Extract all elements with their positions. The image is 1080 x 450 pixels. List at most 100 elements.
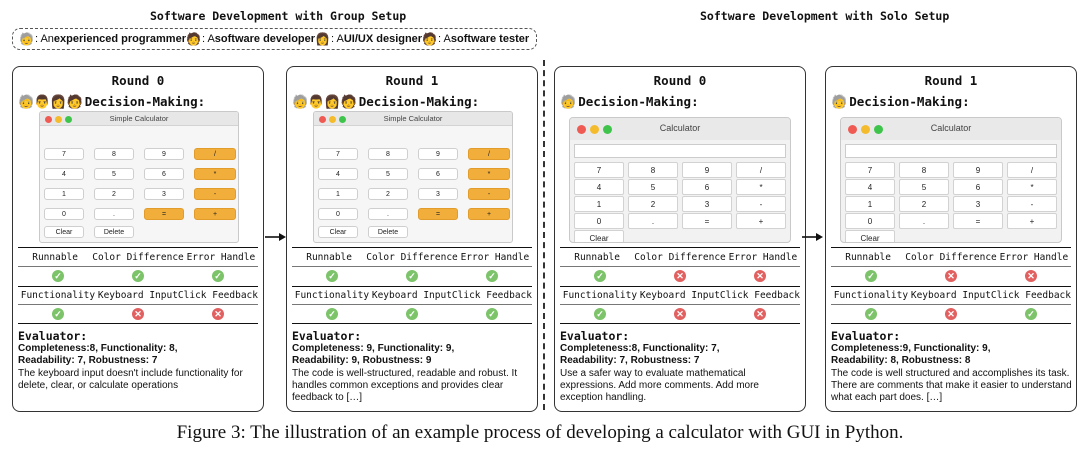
calc-key[interactable]: = <box>682 213 732 229</box>
delete-button[interactable]: Delete <box>94 226 134 238</box>
calc-key[interactable]: + <box>736 213 786 229</box>
calc-key[interactable]: 6 <box>144 168 184 180</box>
calc-key[interactable]: 3 <box>682 196 732 212</box>
calc-key[interactable]: - <box>736 196 786 212</box>
calc-key[interactable]: 2 <box>368 188 408 200</box>
calc-key[interactable]: 3 <box>144 188 184 200</box>
calc-key[interactable]: * <box>736 179 786 195</box>
calc-key[interactable]: = <box>144 208 184 220</box>
calc-key[interactable]: 9 <box>682 162 732 178</box>
calc-key[interactable]: * <box>194 168 236 180</box>
calc-key[interactable]: 2 <box>899 196 949 212</box>
calc-key[interactable]: * <box>468 168 510 180</box>
calc-key[interactable]: 4 <box>44 168 84 180</box>
calc-key[interactable]: - <box>1007 196 1057 212</box>
calc-key[interactable]: 5 <box>368 168 408 180</box>
calc-key[interactable]: 5 <box>628 179 678 195</box>
calc-key[interactable]: / <box>736 162 786 178</box>
clear-button[interactable]: Clear <box>44 226 84 238</box>
calc-key[interactable]: 4 <box>845 179 895 195</box>
close-icon[interactable] <box>577 125 586 134</box>
close-icon[interactable] <box>319 116 326 123</box>
calc-key[interactable]: . <box>368 208 408 220</box>
calc-display[interactable] <box>845 144 1057 158</box>
figure-caption: Figure 3: The illustration of an example… <box>176 422 904 443</box>
calc-key[interactable]: 5 <box>94 168 134 180</box>
calc-key[interactable]: 4 <box>318 168 358 180</box>
calc-key[interactable]: 2 <box>94 188 134 200</box>
calc-key[interactable]: 4 <box>574 179 624 195</box>
calc-key[interactable]: 9 <box>418 148 458 160</box>
calc-key[interactable]: / <box>194 148 236 160</box>
calc-key[interactable]: - <box>194 188 236 200</box>
calc-key[interactable]: = <box>953 213 1003 229</box>
check-icon: ✓ <box>212 270 224 282</box>
calc-key[interactable]: + <box>1007 213 1057 229</box>
calc-key[interactable]: 8 <box>628 162 678 178</box>
maximize-icon[interactable] <box>65 116 72 123</box>
calc-key[interactable]: 7 <box>845 162 895 178</box>
evaluator-comment: The code is well structured and accompli… <box>831 367 1072 404</box>
calc-key[interactable]: 6 <box>682 179 732 195</box>
calc-key[interactable]: * <box>1007 179 1057 195</box>
calc-display[interactable] <box>574 144 786 158</box>
close-icon[interactable] <box>45 116 52 123</box>
evaluator-block: Evaluator:Completeness:8, Functionality:… <box>18 330 260 392</box>
calc-key[interactable]: 0 <box>574 213 624 229</box>
minimize-icon[interactable] <box>329 116 336 123</box>
calc-key[interactable]: 8 <box>94 148 134 160</box>
calc-key[interactable]: + <box>194 208 236 220</box>
evaluator-block: Evaluator:Completeness:9, Functionality:… <box>831 330 1073 404</box>
table-rule <box>831 266 1071 267</box>
criteria-cell: ✕ <box>911 270 991 282</box>
calc-key[interactable]: 3 <box>418 188 458 200</box>
maximize-icon[interactable] <box>603 125 612 134</box>
calc-key[interactable]: + <box>468 208 510 220</box>
calc-key[interactable]: 1 <box>318 188 358 200</box>
calc-key[interactable]: . <box>94 208 134 220</box>
calc-key[interactable]: 0 <box>44 208 84 220</box>
calc-key[interactable]: - <box>468 188 510 200</box>
minimize-icon[interactable] <box>55 116 62 123</box>
calc-key[interactable]: 7 <box>574 162 624 178</box>
table-rule <box>292 286 532 287</box>
calc-key[interactable]: 3 <box>953 196 1003 212</box>
calc-key[interactable]: 7 <box>318 148 358 160</box>
criteria-cell: ✓ <box>831 270 911 282</box>
table-rule <box>560 323 800 324</box>
calc-key[interactable]: 6 <box>418 168 458 180</box>
calc-key[interactable]: / <box>468 148 510 160</box>
calc-key[interactable]: 1 <box>44 188 84 200</box>
programmer-avatar-icon: 🧓 <box>19 32 34 46</box>
calc-key[interactable]: 6 <box>953 179 1003 195</box>
calc-key[interactable]: . <box>899 213 949 229</box>
calc-key[interactable]: 8 <box>899 162 949 178</box>
minimize-icon[interactable] <box>861 125 870 134</box>
calc-key[interactable]: 7 <box>44 148 84 160</box>
minimize-icon[interactable] <box>590 125 599 134</box>
calc-key[interactable]: . <box>628 213 678 229</box>
calc-key[interactable]: 1 <box>845 196 895 212</box>
calc-key[interactable]: / <box>1007 162 1057 178</box>
calc-key[interactable]: 8 <box>368 148 408 160</box>
decision-making-label: 🧓👨👩🧑Decision-Making: <box>292 94 479 110</box>
clear-button[interactable]: Clear <box>845 230 895 242</box>
maximize-icon[interactable] <box>874 125 883 134</box>
calc-key[interactable]: 5 <box>899 179 949 195</box>
calc-key[interactable]: 1 <box>574 196 624 212</box>
calc-key[interactable]: 2 <box>628 196 678 212</box>
delete-button[interactable]: Delete <box>368 226 408 238</box>
clear-button[interactable]: Clear <box>574 230 624 242</box>
decision-making-label: 🧓Decision-Making: <box>831 94 970 110</box>
calc-key[interactable]: 0 <box>318 208 358 220</box>
calc-key[interactable]: = <box>418 208 458 220</box>
arrow-icon <box>802 233 823 241</box>
calc-key[interactable]: 0 <box>845 213 895 229</box>
clear-button[interactable]: Clear <box>318 226 358 238</box>
calc-key[interactable]: 9 <box>144 148 184 160</box>
close-icon[interactable] <box>848 125 857 134</box>
calc-key[interactable]: 9 <box>953 162 1003 178</box>
maximize-icon[interactable] <box>339 116 346 123</box>
